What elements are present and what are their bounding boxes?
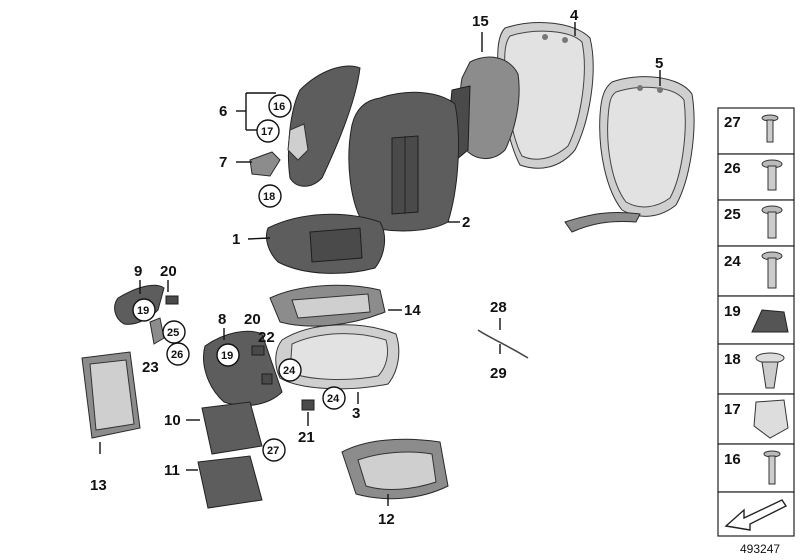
callout-22: 22 xyxy=(258,329,275,346)
clip-icon xyxy=(755,352,785,389)
callout-2: 2 xyxy=(462,214,470,231)
callout-15: 15 xyxy=(472,13,489,30)
part-cable[interactable] xyxy=(477,329,529,359)
part-seat-frame[interactable] xyxy=(269,284,386,327)
legend-label-17: 17 xyxy=(724,401,741,418)
legend-label-27: 27 xyxy=(724,114,741,131)
part-clip-21[interactable] xyxy=(301,399,315,411)
clip-icon xyxy=(753,399,789,439)
callout-27: 27 xyxy=(267,445,279,457)
callout-12: 12 xyxy=(378,511,395,528)
circled-callouts: 16 17 18 19 19 24 24 25 26 27 xyxy=(132,94,346,462)
screw-icon xyxy=(761,251,783,289)
legend-label-25: 25 xyxy=(724,206,741,223)
callout-29: 29 xyxy=(490,365,507,382)
callout-23: 23 xyxy=(142,359,159,376)
legend-cell-25 xyxy=(717,199,795,247)
part-lower-cover[interactable] xyxy=(197,455,263,509)
legend-label-16: 16 xyxy=(724,451,741,468)
callout-24b: 24 xyxy=(327,393,340,405)
part-seat-base[interactable] xyxy=(275,324,400,390)
callout-13: 13 xyxy=(90,477,107,494)
legend-cell-27 xyxy=(717,107,795,155)
part-clip-20b[interactable] xyxy=(251,345,265,356)
callout-7: 7 xyxy=(219,154,227,171)
legend-cell-18 xyxy=(717,343,795,395)
callout-10: 10 xyxy=(164,412,181,429)
callout-labels: 1 2 3 4 5 6 7 8 9 10 11 12 13 14 15 20 2… xyxy=(90,7,663,528)
screw-icon xyxy=(761,205,783,239)
screw-icon xyxy=(761,159,783,191)
callout-20a: 20 xyxy=(160,263,177,280)
callout-18: 18 xyxy=(263,191,275,203)
callout-1: 1 xyxy=(232,231,240,248)
callout-17: 17 xyxy=(261,126,273,138)
callout-4: 4 xyxy=(570,7,579,24)
callout-25: 25 xyxy=(167,327,179,339)
screw-icon xyxy=(763,450,781,485)
part-side-trim[interactable] xyxy=(287,65,361,187)
callout-8: 8 xyxy=(218,311,226,328)
part-back-panel[interactable] xyxy=(81,351,141,439)
callout-9: 9 xyxy=(134,263,142,280)
fastener-legend: 27 26 25 24 19 18 xyxy=(717,107,795,537)
legend-label-26: 26 xyxy=(724,160,741,177)
diagram-number: 493247 xyxy=(740,542,780,556)
part-backrest-cover[interactable] xyxy=(564,76,695,233)
callout-26: 26 xyxy=(171,349,183,361)
callout-28: 28 xyxy=(490,299,507,316)
part-seat-cushion[interactable] xyxy=(265,213,386,274)
callout-21: 21 xyxy=(298,429,315,446)
part-under-tray[interactable] xyxy=(341,438,449,500)
callout-16: 16 xyxy=(273,101,285,113)
part-backrest-cushion[interactable] xyxy=(348,91,460,232)
legend-cell-16 xyxy=(717,443,795,493)
callout-5: 5 xyxy=(655,55,663,72)
callout-6: 6 xyxy=(219,103,227,120)
part-clip-22[interactable] xyxy=(261,373,273,385)
callout-24a: 24 xyxy=(283,365,296,377)
callout-14: 14 xyxy=(404,302,421,319)
legend-label-18: 18 xyxy=(724,351,741,368)
part-leg-cover[interactable] xyxy=(201,401,263,455)
legend-label-19: 19 xyxy=(724,303,741,320)
screw-icon xyxy=(761,114,779,143)
callout-19b: 19 xyxy=(221,350,233,362)
legend-label-24: 24 xyxy=(724,253,741,270)
arrow-icon xyxy=(724,499,788,531)
callout-11: 11 xyxy=(164,462,180,479)
part-bracket-23[interactable] xyxy=(149,317,165,345)
pad-icon xyxy=(751,309,789,333)
part-trim-cap[interactable] xyxy=(249,151,281,177)
part-clip-20a[interactable] xyxy=(165,295,179,305)
callout-19a: 19 xyxy=(137,305,149,317)
callout-20b: 20 xyxy=(244,311,261,328)
callout-3: 3 xyxy=(352,405,360,422)
